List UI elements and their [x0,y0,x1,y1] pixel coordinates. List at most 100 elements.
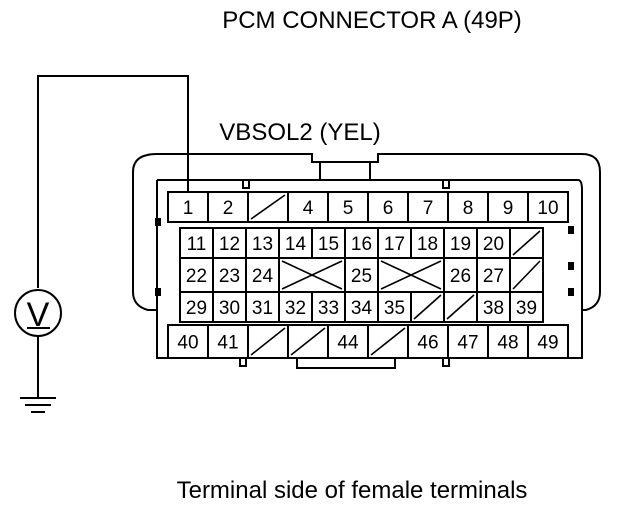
terminal-label: 40 [177,333,198,354]
probe-wire [37,75,189,288]
terminal-label: 9 [503,198,514,219]
terminal-label: 5 [343,198,354,219]
terminal-38: 38 [476,291,511,323]
diagram-title: PCM CONNECTOR A (49P) [222,7,522,34]
terminal-1: 1 [167,191,209,223]
terminal-label: 32 [285,298,306,319]
terminal-15: 15 [311,227,346,259]
terminal-label: 17 [384,234,405,255]
key-mark [568,226,574,234]
terminal-24: 24 [245,257,280,293]
terminal-label: 33 [318,298,339,319]
terminal-label: 49 [537,333,558,354]
blank-terminal [410,291,445,323]
blank-terminal [367,324,409,359]
key-mark [155,288,161,296]
terminal-35: 35 [377,291,412,323]
blank-terminal [278,257,346,293]
terminal-10: 10 [527,191,569,223]
terminal-39: 39 [509,291,544,323]
terminal-27: 27 [476,257,511,293]
terminal-label: 22 [186,266,207,287]
terminal-34: 34 [344,291,379,323]
terminal-32: 32 [278,291,313,323]
blank-terminal [509,257,544,293]
terminal-31: 31 [245,291,280,323]
blank-terminal [509,227,544,259]
blank-terminal [247,324,289,359]
terminal-label: 23 [219,266,240,287]
terminal-30: 30 [212,291,247,323]
terminal-label: 38 [483,298,504,319]
connector-housing [132,153,601,369]
terminal-label: 35 [384,298,405,319]
key-mark [568,288,574,296]
terminal-label: 18 [417,234,438,255]
terminal-label: 1 [183,198,194,219]
terminal-label: 6 [383,198,394,219]
terminal-label: 29 [186,298,207,319]
key-mark [155,218,161,226]
terminal-4: 4 [287,191,329,223]
terminal-label: 2 [223,198,234,219]
blank-terminal [377,257,445,293]
terminal-16: 16 [344,227,379,259]
terminal-40: 40 [167,324,209,359]
terminal-44: 44 [327,324,369,359]
terminal-label: 26 [450,266,471,287]
terminal-26: 26 [443,257,478,293]
terminal-11: 11 [179,227,214,259]
terminal-label: 39 [516,298,537,319]
terminal-label: 14 [285,234,307,255]
diagram-caption: Terminal side of female terminals [177,477,528,504]
terminal-25: 25 [344,257,379,293]
terminal-label: 27 [483,266,504,287]
terminal-label: 31 [252,298,273,319]
terminal-18: 18 [410,227,445,259]
terminal-29: 29 [179,291,214,323]
terminal-22: 22 [179,257,214,293]
terminal-6: 6 [367,191,409,223]
voltmeter-symbol: V [27,296,50,334]
terminal-label: 4 [303,198,314,219]
blank-terminal [287,324,329,359]
terminal-label: 46 [417,333,438,354]
terminal-label: 19 [450,234,471,255]
terminal-8: 8 [447,191,489,223]
terminal-14: 14 [278,227,313,259]
terminal-20: 20 [476,227,511,259]
terminal-2: 2 [207,191,249,223]
terminal-19: 19 [443,227,478,259]
wire-label: VBSOL2 (YEL) [219,119,380,146]
terminal-12: 12 [212,227,247,259]
terminal-label: 8 [463,198,474,219]
blank-terminal [443,291,478,323]
terminal-label: 41 [217,333,238,354]
terminal-label: 34 [351,298,373,319]
terminal-label: 10 [537,198,558,219]
terminal-48: 48 [487,324,529,359]
terminal-9: 9 [487,191,529,223]
terminal-13: 13 [245,227,280,259]
terminal-41: 41 [207,324,249,359]
terminal-23: 23 [212,257,247,293]
terminal-label: 30 [219,298,240,319]
terminal-47: 47 [447,324,489,359]
ground-icon [20,336,56,413]
terminal-label: 44 [337,333,359,354]
key-mark [568,262,574,270]
terminal-label: 15 [318,234,339,255]
terminal-46: 46 [407,324,449,359]
terminal-49: 49 [527,324,569,359]
terminal-label: 47 [457,333,478,354]
voltmeter-icon: V [14,289,62,337]
terminal-7: 7 [407,191,449,223]
terminal-label: 20 [483,234,504,255]
terminal-17: 17 [377,227,412,259]
terminal-label: 11 [187,234,207,255]
terminal-label: 13 [252,234,273,255]
blank-terminal [247,191,289,223]
terminal-label: 12 [219,234,240,255]
